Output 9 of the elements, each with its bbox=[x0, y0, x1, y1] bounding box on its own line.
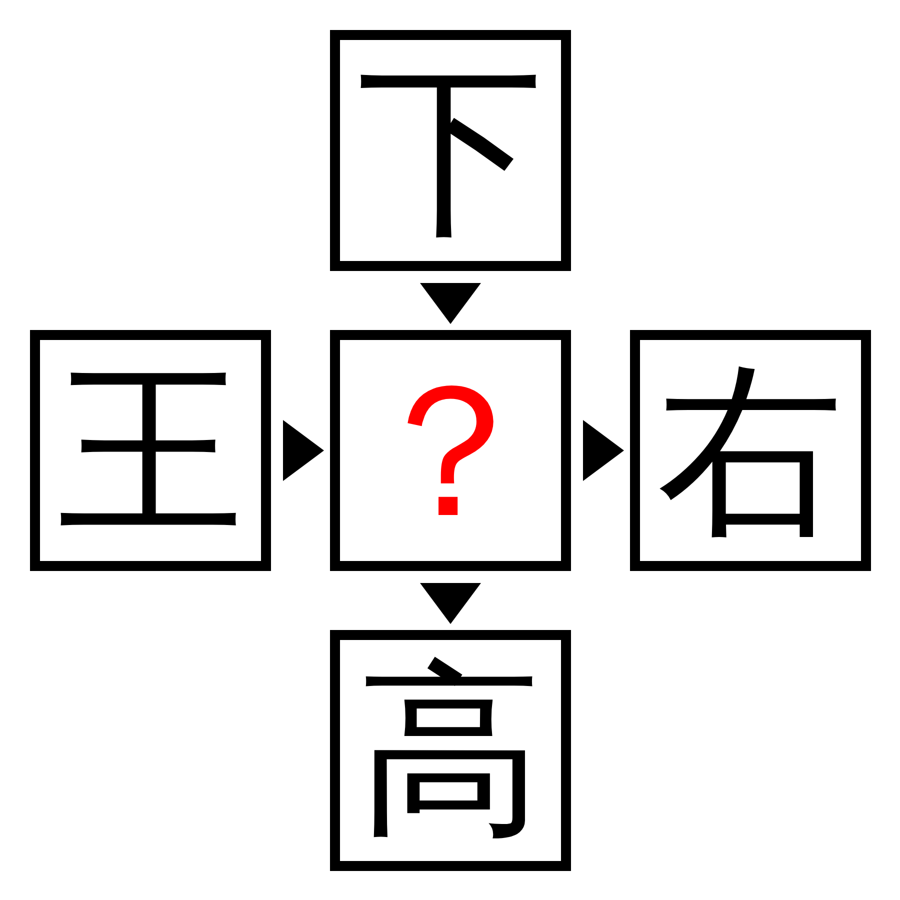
arrow bbox=[420, 283, 481, 324]
character-box: 下 bbox=[330, 30, 571, 271]
arrow bbox=[583, 420, 624, 481]
character-box: 高 bbox=[330, 630, 571, 871]
character-box: 右 bbox=[630, 330, 871, 571]
arrow bbox=[420, 583, 481, 624]
arrow bbox=[283, 420, 324, 481]
character-box: ？ bbox=[330, 330, 571, 571]
character-box: 王 bbox=[30, 330, 271, 571]
